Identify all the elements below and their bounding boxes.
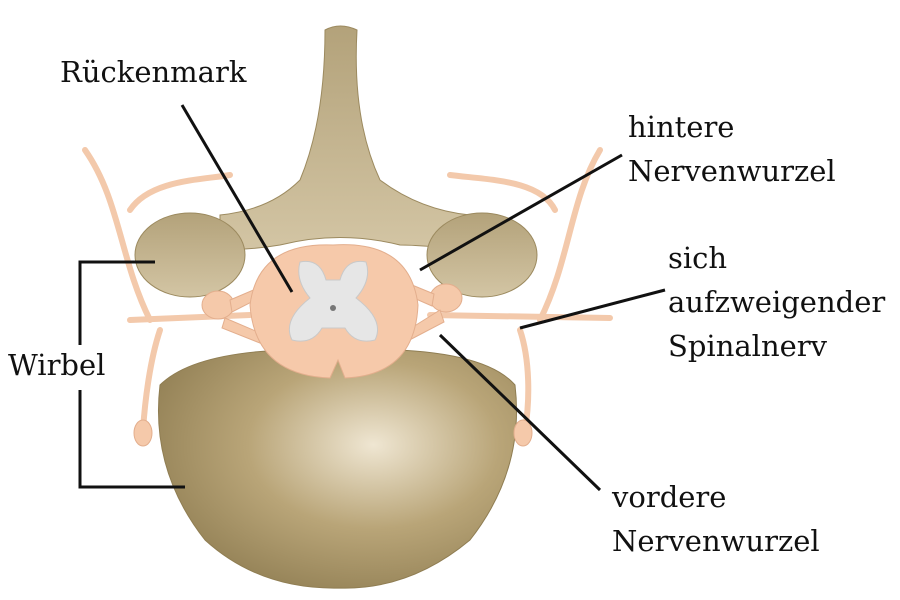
vertebral-arch [219, 25, 471, 251]
right-transverse-process [426, 212, 538, 298]
left-transverse-process [134, 212, 246, 298]
label-line: Nervenwurzel [628, 154, 836, 188]
central-canal [330, 305, 336, 311]
label-line: sich [668, 241, 728, 275]
vertebral-body [157, 348, 518, 589]
leader-lines [78, 104, 666, 492]
label-line: hintere [628, 110, 735, 144]
label-spinal-cord: Rückenmark [60, 55, 247, 89]
label-line: Nervenwurzel [612, 524, 820, 558]
label-ventral-root: vordere Nervenwurzel [612, 475, 820, 563]
nerve-branches [82, 147, 613, 433]
label-spinal-nerve: sich aufzweigender Spinalnerv [668, 236, 885, 368]
label-dorsal-root: hintere Nervenwurzel [628, 105, 836, 193]
label-line: Spinalnerv [668, 329, 828, 363]
grey-matter [288, 260, 379, 342]
label-vertebra: Wirbel [8, 348, 106, 382]
label-line: aufzweigender [668, 285, 886, 319]
label-line: vordere [612, 480, 727, 514]
